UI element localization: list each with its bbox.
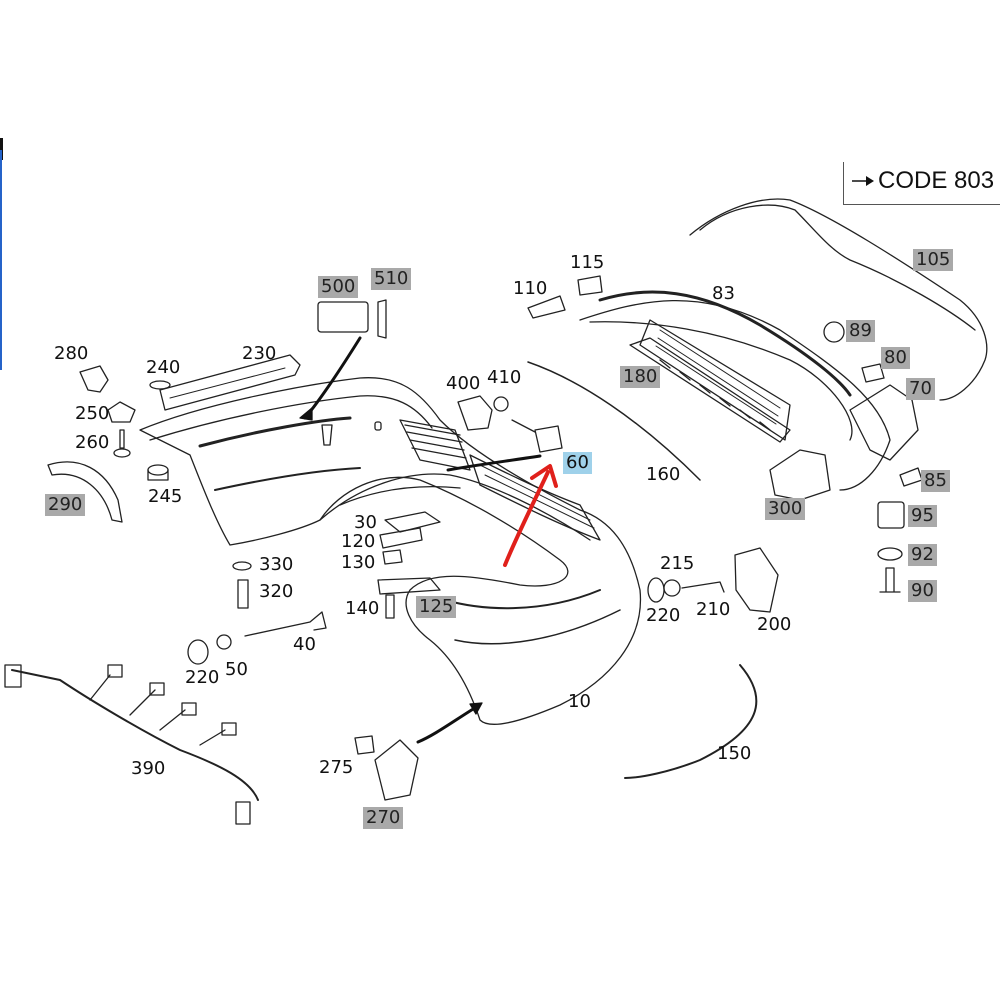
part-95-drawing [877,501,905,529]
part-label-320[interactable]: 320 [259,581,294,602]
part-label-130[interactable]: 130 [341,552,376,573]
part-125-drawing [377,577,441,595]
part-90-drawing [879,567,901,593]
part-label-240[interactable]: 240 [146,357,181,378]
part-60-drawing [534,425,563,453]
part-label-80[interactable]: 80 [881,347,910,369]
part-270-drawing [374,739,419,801]
part-label-140[interactable]: 140 [345,598,380,619]
module-500-drawing [317,301,369,333]
part-89-drawing [823,321,845,343]
code-frame [843,162,1000,205]
part-label-390[interactable]: 390 [131,758,166,779]
part-label-60[interactable]: 60 [563,452,592,474]
part-200-drawing [734,547,779,613]
part-label-220-right[interactable]: 220 [646,605,681,626]
part-label-270[interactable]: 270 [363,807,404,829]
part-85-drawing [899,467,923,487]
part-220b-drawing [647,577,665,603]
part-label-90[interactable]: 90 [908,580,937,602]
part-label-210[interactable]: 210 [696,599,731,620]
part-92-drawing [877,547,903,561]
part-label-10[interactable]: 10 [568,691,591,712]
red-highlight-arrow [503,470,550,567]
part-115-drawing [577,275,603,296]
part-label-180[interactable]: 180 [620,366,661,388]
pointer-arrow-60 [446,454,542,472]
part-275-drawing [354,735,375,755]
bracket-510-drawing [377,299,387,339]
part-label-230[interactable]: 230 [242,343,277,364]
part-label-410[interactable]: 410 [487,367,522,388]
strip-150-drawing [624,664,758,779]
spoiler-drawing [689,198,988,401]
part-80-drawing [861,363,885,383]
part-label-40[interactable]: 40 [293,634,316,655]
part-330-drawing [232,561,252,571]
part-label-30[interactable]: 30 [354,512,377,533]
part-label-110[interactable]: 110 [513,278,548,299]
part-label-120[interactable]: 120 [341,531,376,552]
pointer-arrow-510 [303,336,362,420]
part-label-330[interactable]: 330 [259,554,294,575]
window-edge-mark [0,138,3,160]
part-210-drawing [681,581,725,593]
pointer-arrow-270 [416,704,480,744]
part-30-drawing [384,511,441,533]
harness-390-drawing [4,664,259,825]
part-label-83[interactable]: 83 [712,283,735,304]
window-edge-accent [0,150,2,370]
arch-290-drawing [47,461,123,523]
part-label-105[interactable]: 105 [913,249,954,271]
part-40-drawing [244,611,327,637]
clip-280-drawing [79,365,109,393]
part-label-125[interactable]: 125 [416,596,457,618]
part-140-drawing [385,594,395,619]
part-label-275[interactable]: 275 [319,757,354,778]
part-label-300[interactable]: 300 [765,498,806,520]
rail-160-drawing [527,361,701,481]
part-label-150[interactable]: 150 [717,743,752,764]
part-70-drawing [849,384,919,461]
part-label-115[interactable]: 115 [570,252,605,273]
part-label-50[interactable]: 50 [225,659,248,680]
part-label-200[interactable]: 200 [757,614,792,635]
part-label-215[interactable]: 215 [660,553,695,574]
part-label-500[interactable]: 500 [318,276,359,298]
part-label-510[interactable]: 510 [371,268,412,290]
part-220a-drawing [187,639,209,665]
part-label-160[interactable]: 160 [646,464,681,485]
part-120-drawing [379,527,423,549]
part-215-drawing [663,579,681,597]
part-320-drawing [237,579,249,609]
part-label-290[interactable]: 290 [45,494,86,516]
part-label-260[interactable]: 260 [75,432,110,453]
bumper-cover-drawing [139,377,642,726]
sensor-400-drawing [457,395,509,431]
part-label-250[interactable]: 250 [75,403,110,424]
code-arrow-icon [852,176,874,186]
part-label-280[interactable]: 280 [54,343,89,364]
part-130-drawing [382,549,403,565]
left-brackets-drawing [107,354,301,481]
part-label-70[interactable]: 70 [906,378,935,400]
part-110-drawing [527,295,566,319]
part-label-92[interactable]: 92 [908,544,937,566]
part-label-85[interactable]: 85 [921,470,950,492]
part-label-400[interactable]: 400 [446,373,481,394]
part-label-89[interactable]: 89 [846,320,875,342]
part-300-drawing [769,449,831,501]
part-label-220-left[interactable]: 220 [185,667,220,688]
part-label-245[interactable]: 245 [148,486,183,507]
bracket-180-drawing [629,337,791,443]
part-label-95[interactable]: 95 [908,505,937,527]
upper-trim-drawing [579,290,891,491]
part-50-drawing [216,634,232,650]
code-label: CODE 803 [878,167,995,194]
